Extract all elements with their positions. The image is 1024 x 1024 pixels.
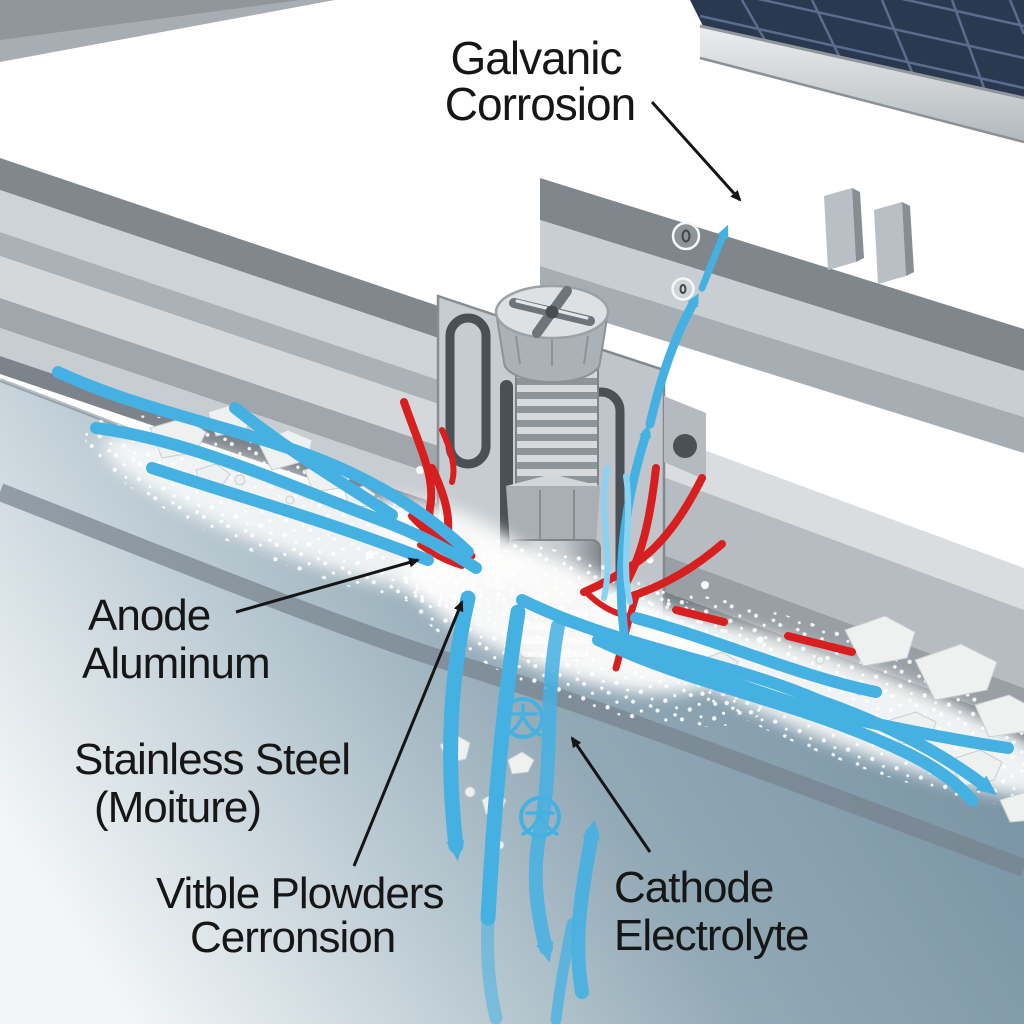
- anode-label: Aluminum: [82, 639, 270, 688]
- electrolyte-streams-right: [516, 594, 1014, 808]
- powder-corrosion-label: Vitble Plowders: [156, 869, 443, 918]
- cathode-label: Cathode: [614, 863, 773, 912]
- upper-left-rail-edge: [0, 0, 335, 62]
- anode-leader-arrow: [235, 557, 420, 614]
- galvanic-corrosion-label: Galvanic: [451, 32, 622, 84]
- vapor-rising-arrows: [601, 224, 729, 637]
- electron-symbol-icon: [671, 277, 695, 301]
- stainless-steel-label: (Moiture): [94, 783, 261, 832]
- rail-tab: [874, 202, 906, 284]
- electrolyte-streams-left: [52, 366, 482, 574]
- electron-symbols: [671, 221, 701, 301]
- rail-tab: [824, 188, 856, 270]
- mounting-rail-rear: [540, 178, 1024, 453]
- ion-symbol-icon: [519, 796, 561, 838]
- leader-arrows: [235, 100, 742, 867]
- hex-nut: [506, 486, 600, 544]
- phillips-cross-recess: [509, 286, 595, 338]
- anode-label: Anode: [88, 591, 210, 640]
- solar-panel: [690, 0, 1024, 144]
- powder-corrosion-label: Cerronsion: [190, 913, 395, 962]
- ion-symbols: [502, 697, 561, 838]
- ground-step-edge: [0, 483, 1024, 877]
- channel-slot: [445, 313, 491, 469]
- ion-symbol-icon: [502, 697, 544, 739]
- cathode-label: Electrolyte: [614, 911, 808, 960]
- solar-panel-cells: [690, 0, 1024, 98]
- electrolyte-up-arrows: [550, 819, 601, 1024]
- powder-leader-arrow: [352, 600, 464, 867]
- stainless-steel-label: Stainless Steel: [74, 735, 350, 784]
- diagram-labels: Galvanic Corrosion Anode Aluminum Stainl…: [74, 32, 809, 962]
- solar-panel-gridlines: [699, 0, 1024, 90]
- cathode-leader-arrow: [570, 736, 652, 853]
- galvanic-corrosion-label: Corrosion: [445, 78, 635, 130]
- galvanic-leader-arrow: [650, 100, 742, 202]
- solar-panel-frame: [700, 26, 1024, 142]
- electron-symbol-icon: [671, 221, 701, 251]
